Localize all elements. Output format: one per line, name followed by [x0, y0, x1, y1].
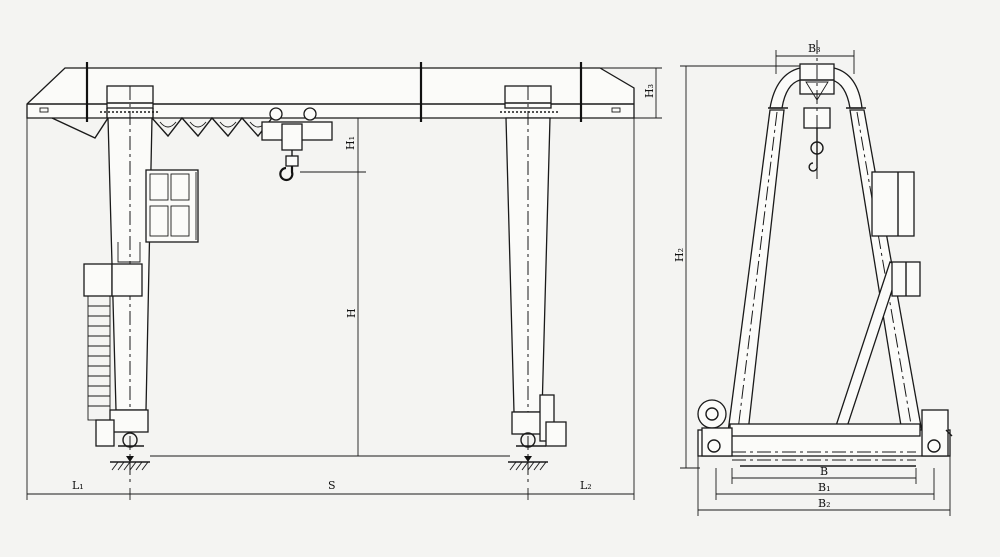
- side-dimensions: [680, 50, 951, 516]
- side-top-beam: [768, 40, 866, 180]
- cable-festoon: [151, 116, 273, 138]
- label-s: S: [328, 479, 336, 492]
- label-h: H: [345, 308, 358, 318]
- label-b: B: [820, 465, 828, 478]
- right-leg: [500, 85, 567, 485]
- left-leg: [83, 85, 199, 485]
- label-h3: H₃: [643, 84, 656, 98]
- side-legs: [727, 109, 923, 449]
- label-b1: B₁: [818, 481, 831, 494]
- label-h2: H₂: [673, 248, 686, 262]
- hoist-trolley: [261, 107, 333, 182]
- front-view: [26, 62, 662, 500]
- side-view: [680, 40, 953, 516]
- label-b3: B₃: [808, 42, 821, 55]
- label-h1: H₁: [344, 136, 357, 150]
- label-b2: B₂: [818, 497, 831, 510]
- label-l2: L₂: [580, 479, 592, 492]
- label-l1: L₁: [72, 479, 84, 492]
- front-dimensions: [26, 67, 662, 500]
- side-base: [697, 399, 953, 467]
